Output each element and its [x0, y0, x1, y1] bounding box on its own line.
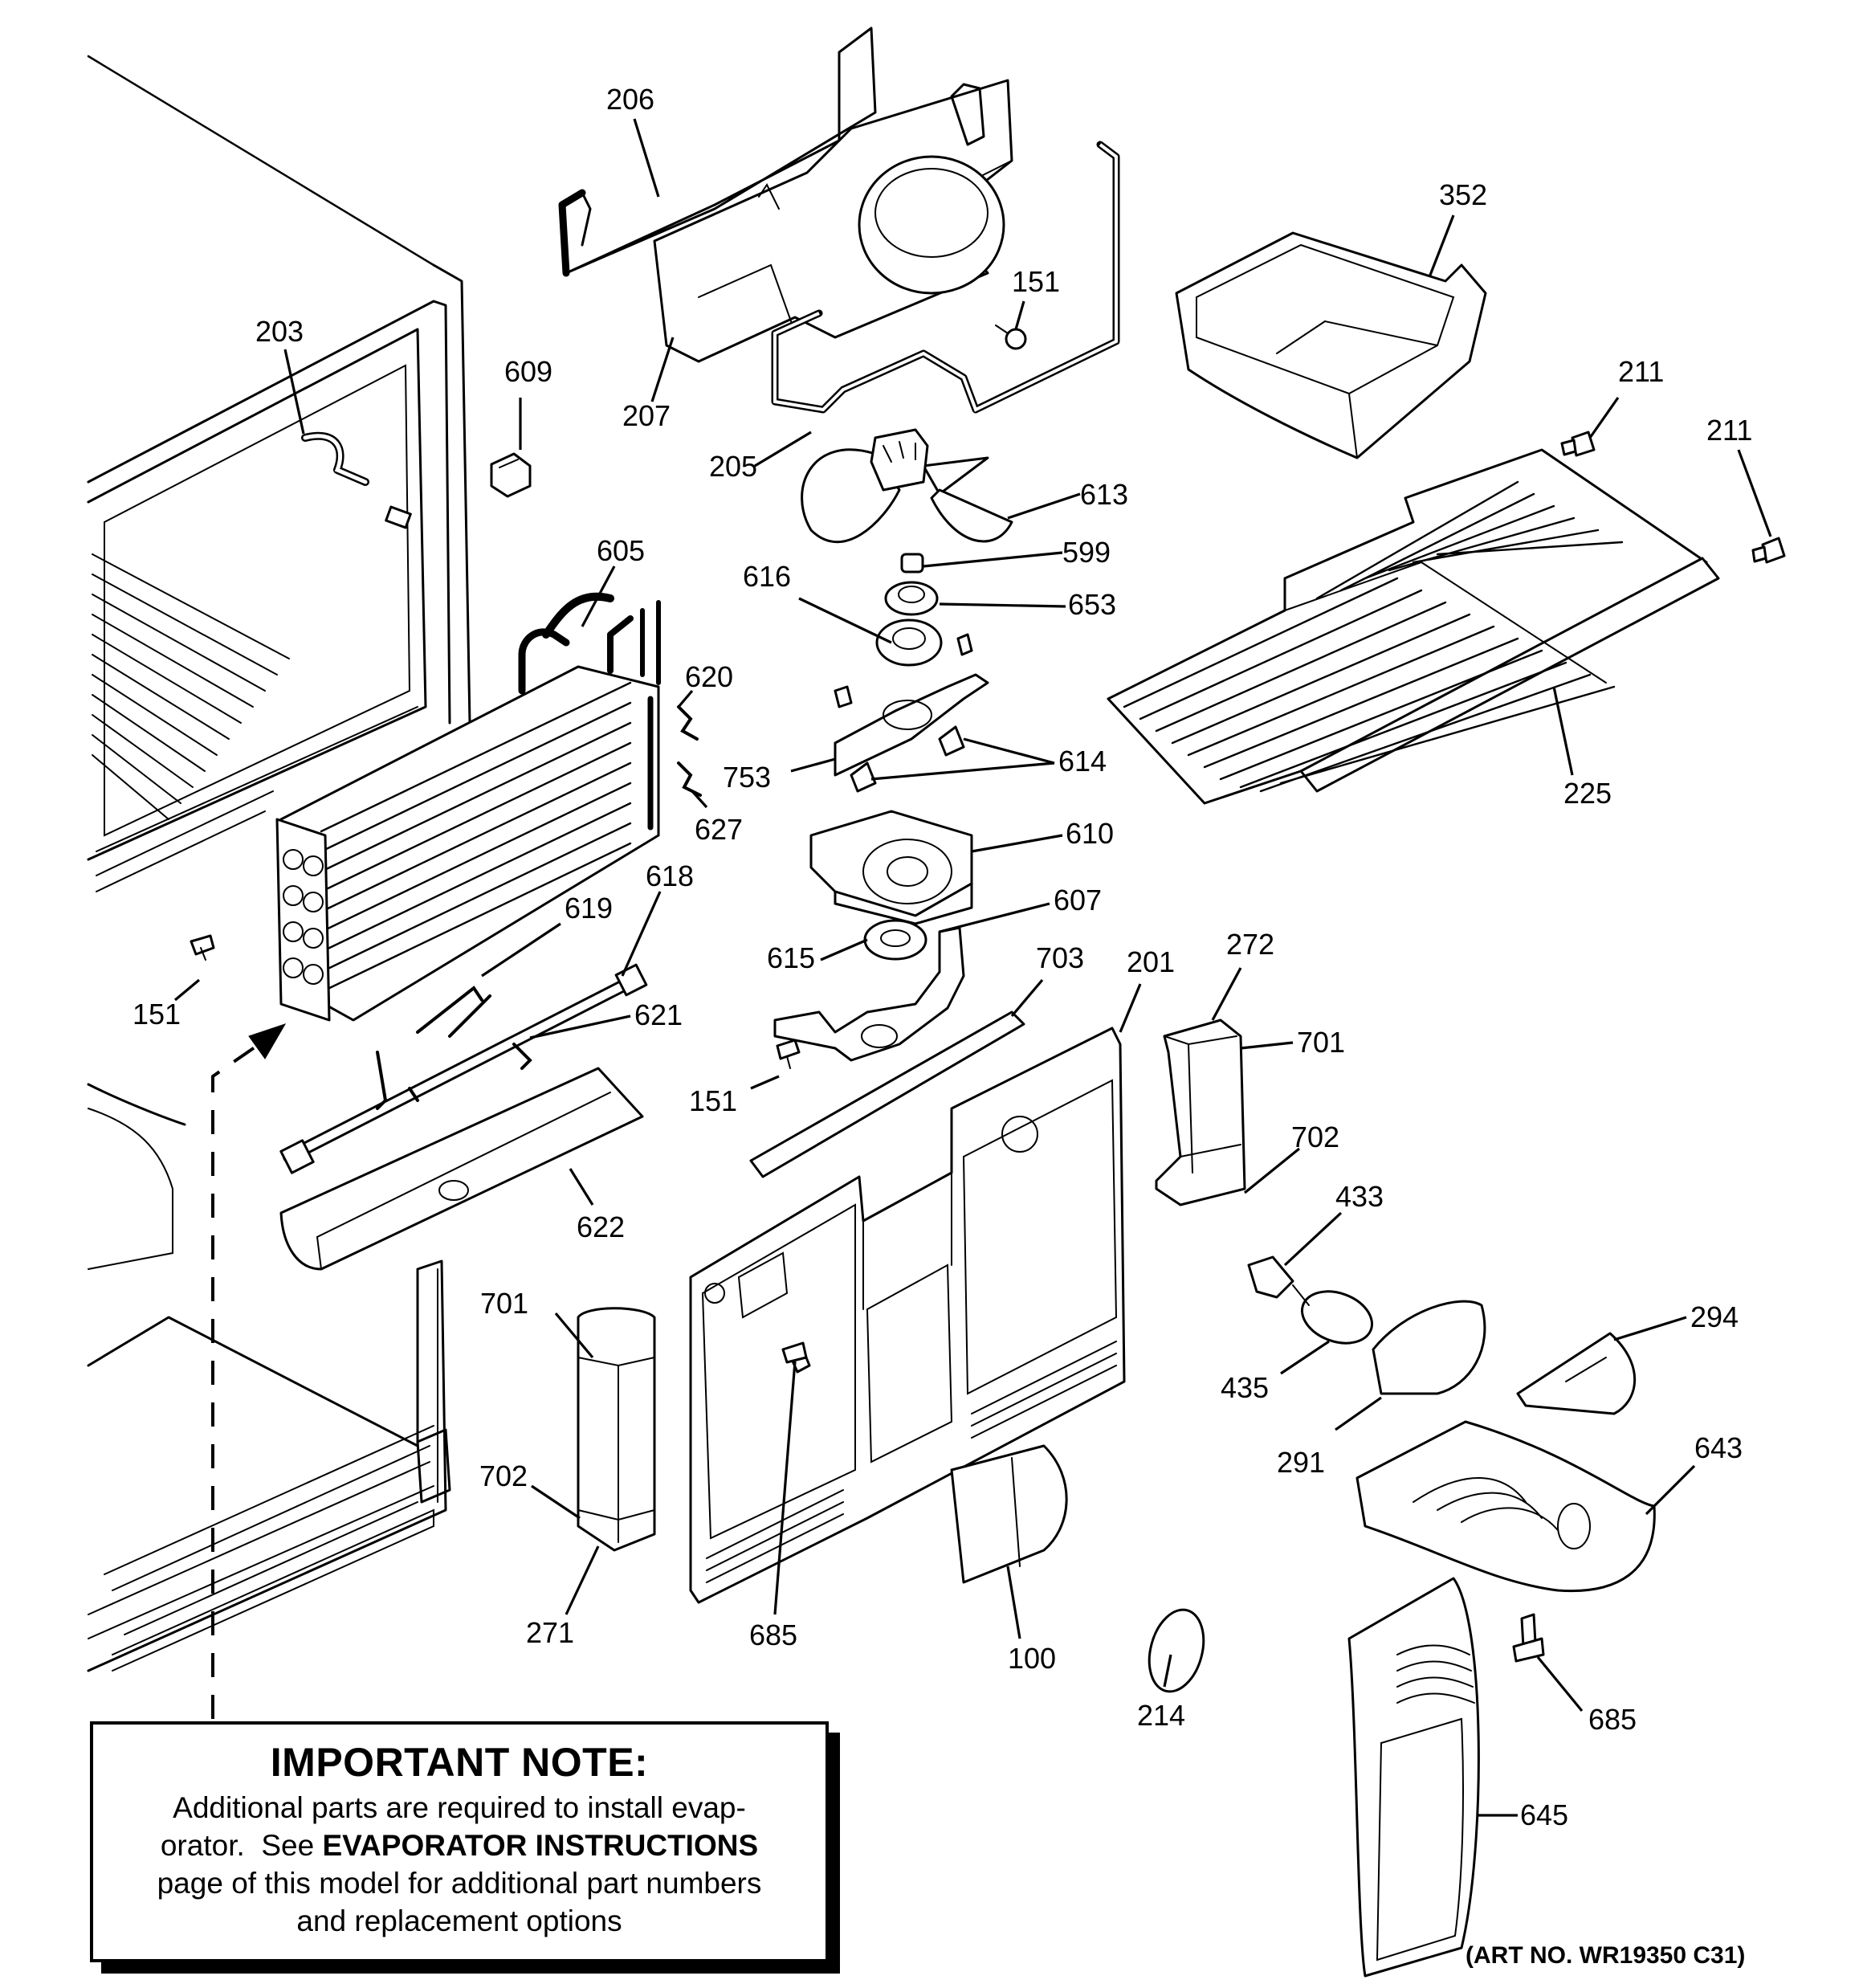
- note-line-3: page of this model for additional part n…: [157, 1867, 762, 1900]
- callout-201: 201: [1127, 945, 1175, 978]
- clip-609: [491, 454, 530, 496]
- note-line-1: Additional parts are required to install…: [173, 1791, 746, 1824]
- seal-strip-703: [751, 1012, 1024, 1177]
- callout-701: 701: [480, 1287, 528, 1320]
- wire-shelf-225: [1108, 450, 1718, 803]
- callout-702: 702: [1291, 1121, 1339, 1153]
- callout-610: 610: [1066, 817, 1114, 850]
- callout-615: 615: [767, 941, 815, 974]
- freezer-liner-drawing: [88, 56, 470, 1671]
- drain-trough-622: [281, 1068, 642, 1269]
- note-line-2: orator. See EVAPORATOR INSTRUCTIONS: [108, 1827, 811, 1864]
- screw-685-right: [1514, 1614, 1543, 1661]
- callout-352: 352: [1439, 178, 1487, 211]
- callout-753: 753: [723, 761, 771, 794]
- callout-685: 685: [1588, 1703, 1637, 1736]
- cover-645: [1349, 1578, 1478, 1976]
- callout-685: 685: [749, 1619, 797, 1651]
- callout-211: 211: [1618, 355, 1664, 388]
- screw-151-left: [191, 936, 214, 960]
- callout-151: 151: [689, 1084, 737, 1117]
- callout-620: 620: [685, 660, 733, 693]
- callout-labels: 206 207 205 151 352 211 211 203 609 613 …: [132, 83, 1752, 1831]
- callout-599: 599: [1062, 536, 1111, 569]
- callout-621: 621: [634, 998, 683, 1031]
- callout-605: 605: [597, 534, 645, 567]
- bushings-211: [1562, 432, 1784, 562]
- bracket-100: [952, 1446, 1066, 1582]
- callout-653: 653: [1068, 588, 1116, 621]
- callout-272: 272: [1226, 928, 1274, 961]
- callout-203: 203: [255, 315, 304, 348]
- evaporator-cover-201: [691, 1028, 1124, 1602]
- housing-643: [1357, 1422, 1654, 1591]
- art-number: (ART NO. WR19350 C31): [1466, 1942, 1746, 1969]
- callout-618: 618: [646, 859, 694, 892]
- note-body: Additional parts are required to install…: [93, 1789, 826, 1940]
- duct-272: [1156, 1020, 1245, 1205]
- callout-100: 100: [1008, 1642, 1056, 1675]
- callout-616: 616: [743, 560, 791, 593]
- callout-702: 702: [479, 1459, 528, 1492]
- callout-291: 291: [1277, 1446, 1325, 1479]
- note-line-4: and replacement options: [296, 1904, 622, 1937]
- callout-206: 206: [606, 83, 654, 116]
- ice-bucket-352: [1176, 233, 1486, 458]
- callout-701: 701: [1297, 1026, 1345, 1059]
- light-cover-291: [1373, 1301, 1485, 1394]
- note-title: IMPORTANT NOTE:: [270, 1740, 649, 1785]
- callout-211: 211: [1706, 414, 1752, 447]
- callout-207: 207: [622, 399, 671, 432]
- callout-607: 607: [1054, 884, 1102, 916]
- leader-lines: [173, 118, 1772, 1817]
- callout-703: 703: [1036, 941, 1084, 974]
- fan-blade-613: [802, 430, 1012, 542]
- callout-613: 613: [1080, 478, 1128, 511]
- callout-151: 151: [1012, 265, 1060, 298]
- callout-271: 271: [526, 1616, 574, 1649]
- callout-294: 294: [1690, 1300, 1739, 1333]
- note-line-2-text: orator. See: [160, 1829, 323, 1862]
- callout-225: 225: [1563, 777, 1612, 810]
- install-arrow: [213, 1024, 285, 1719]
- shield-294: [1518, 1333, 1635, 1414]
- callout-645: 645: [1520, 1798, 1568, 1831]
- callout-214: 214: [1137, 1699, 1185, 1732]
- callout-205: 205: [709, 450, 757, 483]
- duct-271: [578, 1308, 654, 1550]
- cap-214: [1141, 1603, 1213, 1697]
- light-socket-bulb: [1249, 1257, 1380, 1353]
- screw-151-center: [777, 1040, 799, 1068]
- screw-151-top: [996, 325, 1025, 349]
- callout-151: 151: [132, 998, 181, 1031]
- callout-435: 435: [1221, 1371, 1269, 1404]
- fan-motor-stack: [775, 554, 988, 1060]
- fan-housing-assembly: [562, 28, 1116, 410]
- callout-614: 614: [1058, 745, 1107, 778]
- callout-619: 619: [565, 892, 613, 925]
- callout-609: 609: [504, 355, 552, 388]
- callout-643: 643: [1694, 1431, 1743, 1464]
- callout-627: 627: [695, 813, 743, 846]
- callout-433: 433: [1335, 1180, 1384, 1213]
- screw-685-panel: [783, 1343, 806, 1362]
- evaporator-coil: [277, 597, 700, 1020]
- evaporator-instructions-reference: EVAPORATOR INSTRUCTIONS: [322, 1829, 759, 1862]
- callout-622: 622: [577, 1210, 625, 1243]
- important-note-box: IMPORTANT NOTE: Additional parts are req…: [90, 1721, 829, 1962]
